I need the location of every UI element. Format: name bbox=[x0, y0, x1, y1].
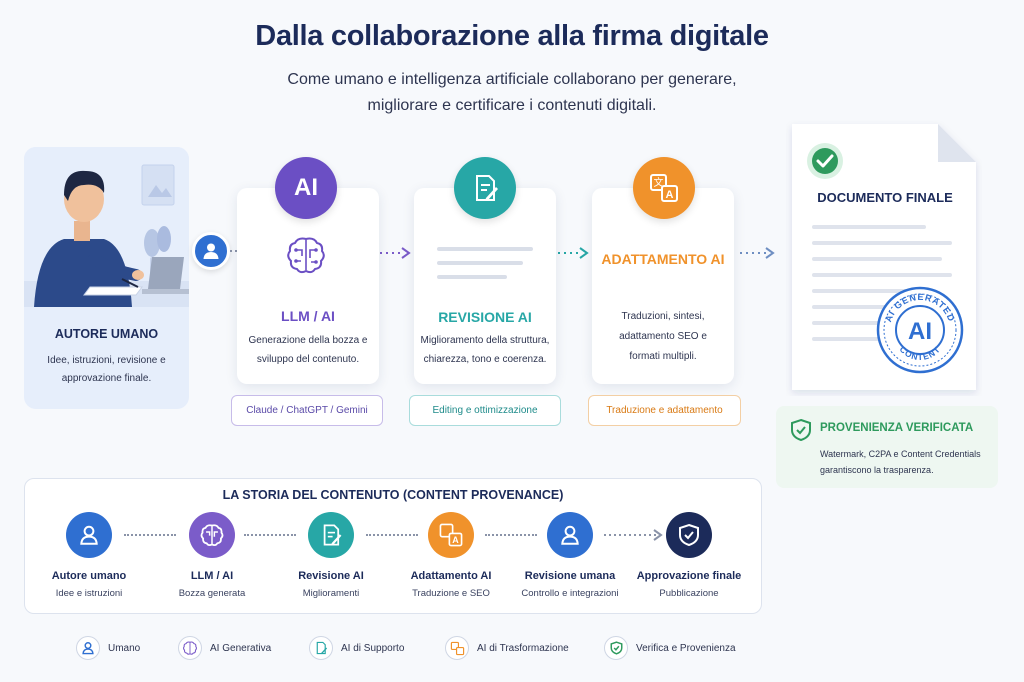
author-description: Idee, istruzioni, revisione e approvazio… bbox=[47, 355, 166, 384]
timeline-sub: Miglioramenti bbox=[302, 588, 360, 599]
adaptation-description: Traduzioni, sintesi, adattamento SEO e f… bbox=[619, 311, 707, 362]
check-circle-icon bbox=[807, 143, 843, 179]
timeline-connector bbox=[485, 534, 537, 536]
legend-item-generative: AI Generativa bbox=[178, 636, 271, 660]
legend-label: AI di Trasformazione bbox=[477, 642, 569, 654]
person-icon bbox=[192, 232, 230, 270]
page-title: Dalla collaborazione alla firma digitale bbox=[255, 20, 769, 52]
ai-generated-stamp: AI GENERATED AI CONTENT bbox=[876, 286, 964, 374]
timeline-connector bbox=[366, 534, 418, 536]
timeline-title: LA STORIA DEL CONTENUTO (CONTENT PROVENA… bbox=[222, 488, 564, 502]
legend-item-human: Umano bbox=[76, 636, 140, 660]
provenance-description: Watermark, C2PA e Content Credentials ga… bbox=[820, 449, 981, 475]
arrow-author-to-llm bbox=[230, 250, 240, 252]
timeline-icon-translate: A bbox=[428, 512, 474, 558]
arrow-revision-to-adapt bbox=[558, 247, 589, 259]
person-icon bbox=[76, 636, 100, 660]
author-illustration bbox=[24, 147, 189, 307]
shield-check-icon bbox=[604, 636, 628, 660]
revision-tag: Editing e ottimizzazione bbox=[409, 395, 561, 426]
svg-text:A: A bbox=[452, 535, 459, 545]
timeline-icon-shield-check bbox=[666, 512, 712, 558]
llm-tag: Claude / ChatGPT / Gemini bbox=[231, 395, 383, 426]
timeline-arrow bbox=[604, 529, 663, 541]
adaptation-tag: Traduzione e adattamento bbox=[588, 395, 741, 426]
timeline-sub: Traduzione e SEO bbox=[412, 588, 490, 599]
timeline-connector bbox=[244, 534, 296, 536]
page-subtitle: Come umano e intelligenza artificiale co… bbox=[287, 71, 737, 114]
timeline-icon-brain bbox=[189, 512, 235, 558]
document-edit-icon bbox=[309, 636, 333, 660]
timeline-connector bbox=[124, 534, 176, 536]
adaptation-title: ADATTAMENTO AI bbox=[601, 251, 725, 267]
timeline-label: Revisione umana bbox=[524, 570, 616, 582]
final-document-title: DOCUMENTO FINALE bbox=[817, 190, 953, 205]
brain-icon bbox=[178, 636, 202, 660]
timeline-sub: Idee e istruzioni bbox=[55, 588, 123, 599]
provenance-timeline bbox=[24, 478, 762, 614]
revision-card bbox=[414, 188, 556, 384]
revision-text-lines bbox=[437, 247, 533, 279]
timeline-label: Revisione AI bbox=[298, 570, 364, 582]
provenance-box: PROVENIENZA VERIFICATA Watermark, C2PA e… bbox=[776, 406, 998, 488]
provenance-title: PROVENIENZA VERIFICATA bbox=[820, 422, 974, 434]
timeline-label: Approvazione finale bbox=[636, 570, 742, 582]
stamp-center-text: AI bbox=[908, 318, 932, 345]
author-card: AUTORE UMANO Idee, istruzioni, revisione… bbox=[24, 147, 189, 409]
svg-text:A: A bbox=[666, 189, 674, 201]
timeline-sub: Controllo e integrazioni bbox=[521, 588, 619, 599]
legend-item-transformation: AI di Trasformazione bbox=[445, 636, 569, 660]
llm-card bbox=[237, 188, 379, 384]
brain-icon bbox=[287, 237, 325, 274]
legend-item-support: AI di Supporto bbox=[309, 636, 404, 660]
timeline-label: LLM / AI bbox=[190, 570, 234, 582]
shield-check-icon bbox=[791, 418, 811, 442]
document-edit-icon bbox=[454, 157, 516, 219]
translate-icon bbox=[445, 636, 469, 660]
timeline-sub: Pubblicazione bbox=[659, 588, 719, 599]
adaptation-card bbox=[592, 188, 734, 384]
arrow-adapt-to-document bbox=[740, 247, 775, 259]
timeline-sub: Bozza generata bbox=[178, 588, 246, 599]
timeline-icon-person bbox=[66, 512, 112, 558]
author-title: AUTORE UMANO bbox=[54, 327, 159, 341]
legend-label: AI Generativa bbox=[210, 642, 272, 654]
timeline-icon-document-edit bbox=[308, 512, 354, 558]
arrow-llm-to-revision bbox=[380, 247, 411, 259]
llm-description: Generazione della bozza e sviluppo del c… bbox=[248, 335, 368, 365]
revision-title: REVISIONE AI bbox=[438, 309, 532, 325]
legend-label: Umano bbox=[108, 642, 141, 654]
ai-badge-icon: AI bbox=[275, 157, 337, 219]
legend-item-verification: Verifica e Provenienza bbox=[604, 636, 736, 660]
legend-label: AI di Supporto bbox=[341, 642, 405, 654]
llm-title: LLM / AI bbox=[281, 308, 335, 324]
legend-label: Verifica e Provenienza bbox=[636, 642, 736, 654]
timeline-label: Autore umano bbox=[51, 570, 127, 582]
revision-description: Miglioramento della struttura, chiarezza… bbox=[420, 335, 550, 365]
ai-badge-text: AI bbox=[294, 174, 318, 201]
svg-text:文: 文 bbox=[654, 176, 664, 189]
timeline-label: Adattamento AI bbox=[410, 570, 492, 582]
timeline-icon-person bbox=[547, 512, 593, 558]
